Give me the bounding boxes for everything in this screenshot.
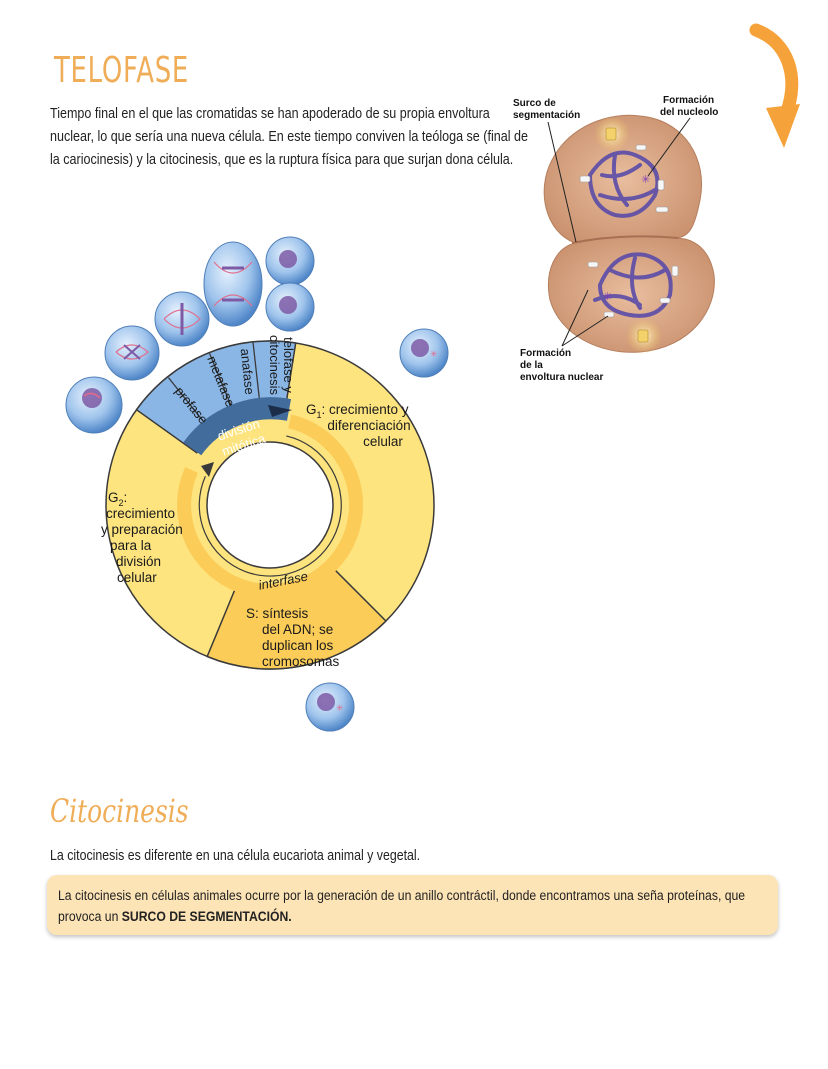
envoltura-label-2: de la — [520, 360, 543, 371]
g1-line2: diferenciación — [327, 418, 410, 433]
s-line1: S: síntesis — [246, 606, 309, 621]
surco-label-2: segmentación — [513, 110, 580, 121]
cell-g1: ✳ — [399, 328, 449, 378]
cell-anaphase — [203, 241, 263, 327]
nucleolo-label-2: del nucleolo — [660, 107, 718, 118]
envoltura-label-3: envoltura nuclear — [520, 372, 603, 383]
callout-text: La citocinesis en células animales ocurr… — [58, 886, 763, 928]
cell-prophase — [104, 325, 160, 381]
svg-text:✳: ✳ — [430, 349, 438, 359]
callout-body: La citocinesis en células animales ocurr… — [58, 888, 746, 925]
surco-label-1: Surco de — [513, 98, 556, 109]
g2-sub: 2 — [119, 498, 124, 508]
citocinesis-title: Citocinesis — [50, 792, 189, 830]
s-line4: cromosomas — [262, 654, 340, 669]
citocinesis-intro: La citocinesis es diferente en una célul… — [50, 848, 421, 864]
svg-text:✳: ✳ — [336, 703, 344, 713]
g1-line1: : crecimiento y — [322, 402, 409, 417]
s-line2: del ADN; se — [262, 622, 333, 637]
citocinesis-callout: La citocinesis en células animales ocurr… — [47, 875, 778, 935]
telophase-figure: Surco de segmentación Formación del nucl… — [513, 95, 718, 383]
cell-metaphase — [154, 291, 210, 347]
cell-illustrations: ✳ ✳ — [65, 236, 449, 732]
nucleolo-label-1: Formación — [663, 95, 714, 106]
cell-telophase — [265, 236, 315, 332]
g2-label: G — [108, 490, 119, 505]
curved-arrow-icon — [749, 23, 800, 148]
g2-line4: para la — [110, 538, 152, 553]
g2-line2: crecimiento — [106, 506, 175, 521]
cell-early-prophase — [65, 376, 123, 434]
svg-text:✳: ✳ — [603, 291, 612, 303]
g2-line3: y preparación — [101, 522, 183, 537]
svg-text:G1: crecimiento y: G1: crecimiento y — [306, 402, 409, 420]
svg-text:G2:: G2: — [108, 490, 127, 508]
anafase-label: anafase — [238, 348, 258, 396]
callout-highlight: SURCO DE SEGMENTACIÓN. — [121, 909, 292, 925]
telofase-label-1: telofase y — [281, 337, 296, 393]
telofase-title: TELOFASE — [54, 50, 189, 91]
s-line3: duplican los — [262, 638, 334, 653]
cell-cycle-diagram: profase metafase anafase telofase y cito… — [65, 236, 449, 732]
telofase-description: Tiempo final en el que las cromatidas se… — [50, 106, 528, 168]
envoltura-label-1: Formación — [520, 348, 571, 359]
g1-sub: 1 — [317, 410, 322, 420]
svg-text:✳: ✳ — [641, 174, 650, 186]
cell-s: ✳ — [305, 682, 355, 732]
telofase-label-2: citocinesis — [267, 335, 282, 395]
g2-line5: división — [116, 554, 161, 569]
g2-line1: : — [124, 490, 128, 505]
g1-label: G — [306, 402, 317, 417]
g1-line3: celular — [363, 434, 403, 449]
g2-line6: celular — [117, 570, 157, 585]
